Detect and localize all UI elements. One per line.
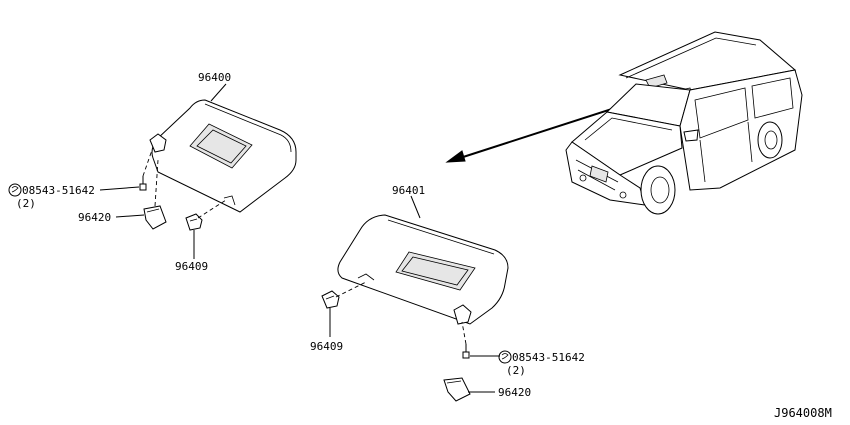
screw-right (462, 344, 470, 359)
diagram-reference: J964008M (774, 406, 832, 420)
vehicle-illustration (565, 31, 803, 215)
part-number-96400: 96400 (198, 71, 231, 84)
part-number-96401: 96401 (392, 184, 425, 197)
screw-symbol-left (8, 183, 22, 197)
holder-left (143, 205, 167, 230)
part-number-96420-left: 96420 (78, 211, 111, 224)
part-number-96409-left: 96409 (175, 260, 208, 273)
screw-left (139, 176, 147, 191)
quantity-right: (2) (506, 364, 526, 377)
part-number-08543-51642-right: 08543-51642 (512, 351, 585, 364)
part-number-96409-right: 96409 (310, 340, 343, 353)
quantity-left: (2) (16, 197, 36, 210)
screw-symbol-right (498, 350, 512, 364)
part-number-96420-right: 96420 (498, 386, 531, 399)
sun-visor-left (149, 99, 297, 213)
sun-visor-right (337, 214, 509, 325)
part-number-08543-51642-left: 08543-51642 (22, 184, 95, 197)
clip-right (321, 290, 340, 309)
clip-left (185, 213, 203, 231)
holder-right (443, 377, 471, 402)
